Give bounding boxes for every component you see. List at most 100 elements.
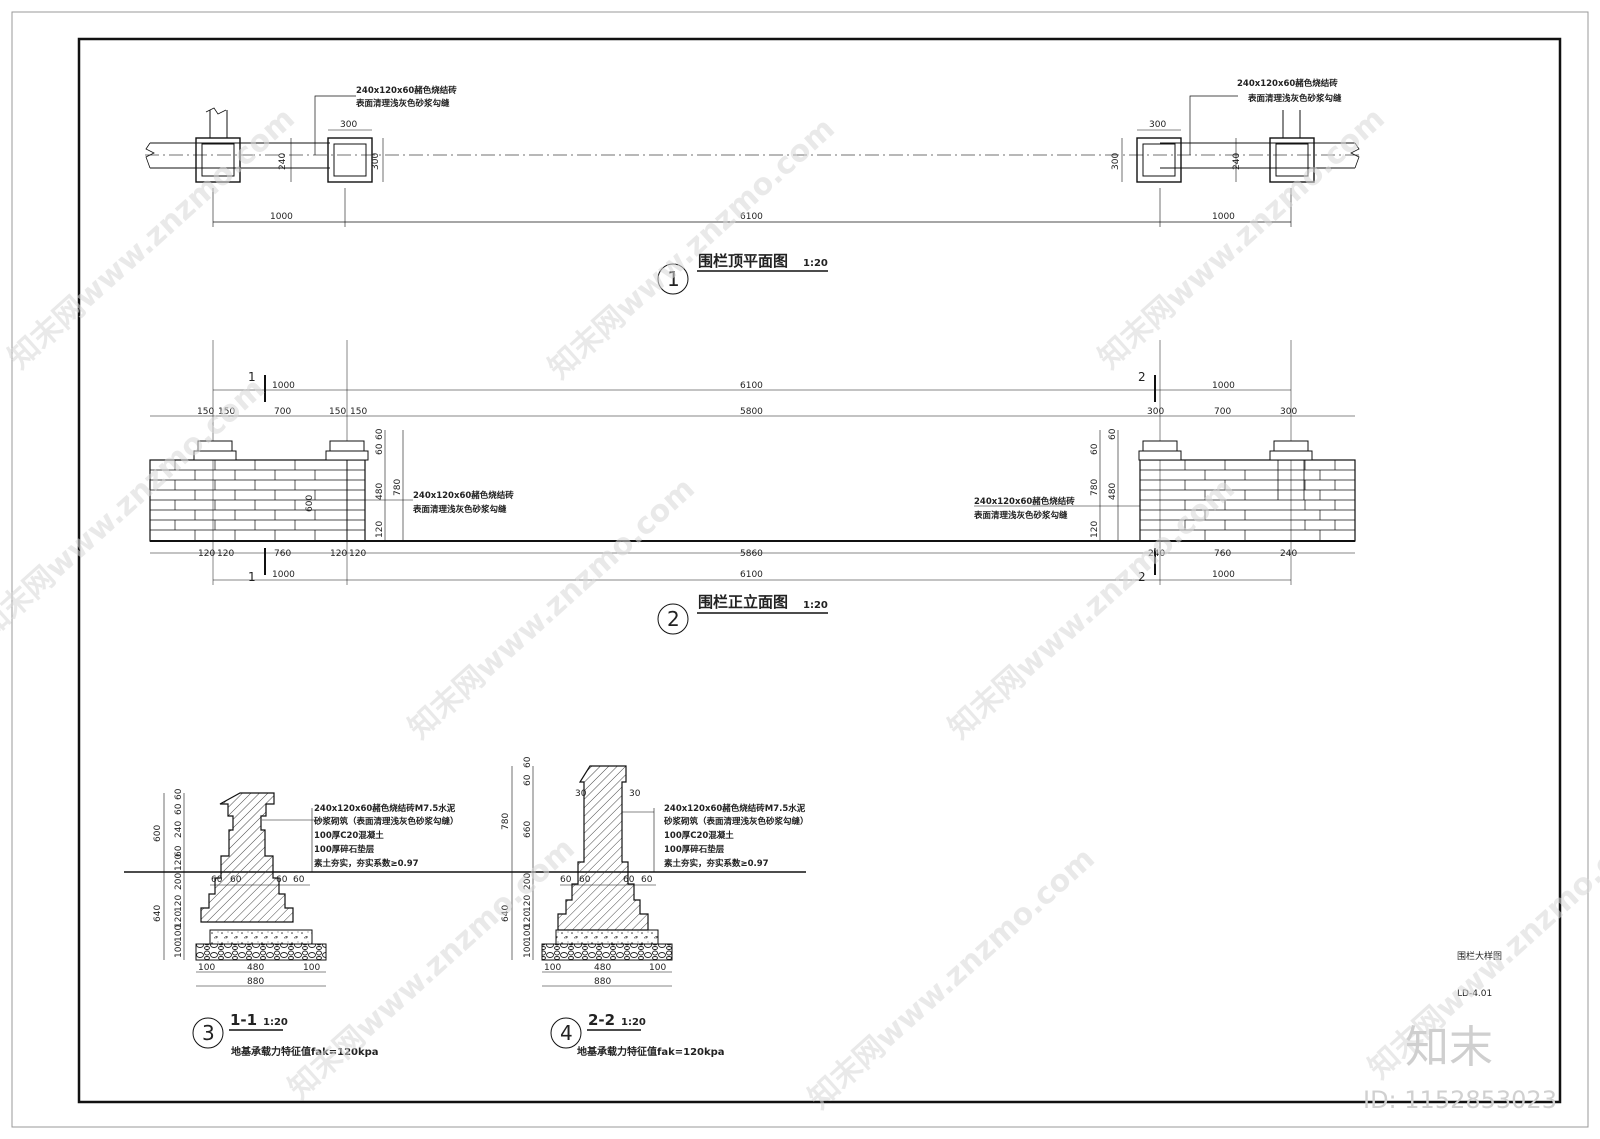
plan-dim-post-left: 300 <box>340 120 357 130</box>
elev-top-150-a: 150 <box>197 407 214 417</box>
plan-dim-side-right: 1000 <box>1212 212 1235 222</box>
sec2-h-60c: 60 <box>623 875 635 885</box>
plan-dim-post-right: 300 <box>1149 120 1166 130</box>
elev-top-150-d: 150 <box>350 407 367 417</box>
section-1-1: 240x120x60赭色烧结砖M7.5水泥 砂浆砌筑（表面清理浅灰色砂浆勾缝） … <box>124 788 806 1058</box>
sec1-number: 3 <box>202 1021 215 1045</box>
sec2-note-3: 100厚C20混凝土 <box>664 830 734 841</box>
sec1-v-120c: 120 <box>174 911 184 928</box>
elev-h120-r: 120 <box>1090 521 1100 538</box>
sec1-v-120a: 120 <box>174 854 184 871</box>
sec2-v-60a: 60 <box>523 756 533 768</box>
plan-dim-post-v-left: 300 <box>371 153 381 170</box>
elev-h480: 480 <box>375 483 385 500</box>
section-mark-2-top: 2 <box>1138 370 1146 384</box>
elev-top-300-a: 300 <box>1147 407 1164 417</box>
sec1-h-480: 480 <box>247 963 264 973</box>
sec2-title: 2-2 <box>588 1011 615 1029</box>
elev-note-right-2: 表面清理浅灰色砂浆勾缝 <box>973 510 1068 521</box>
sec1-note-2: 砂浆砌筑（表面清理浅灰色砂浆勾缝） <box>313 816 459 827</box>
elev-top-150-b: 150 <box>218 407 235 417</box>
sec2-v-200: 200 <box>523 873 533 890</box>
elev-number: 2 <box>667 607 680 631</box>
plan-note-right-2: 表面清理浅灰色砂浆勾缝 <box>1247 93 1342 104</box>
elev-note-right-1: 240x120x60赭色烧结砖 <box>974 496 1075 507</box>
sec1-note-4: 100厚碎石垫层 <box>314 844 375 855</box>
elev-top-150-c: 150 <box>329 407 346 417</box>
sec1-note-1: 240x120x60赭色烧结砖M7.5水泥 <box>314 803 456 814</box>
elev-bot-240-a: 240 <box>1148 549 1165 559</box>
sec1-total: 880 <box>247 977 264 987</box>
elev-h60-c: 60 <box>1108 428 1118 440</box>
sec2-v-100a: 100 <box>523 925 533 942</box>
sec2-v-780: 780 <box>501 813 511 830</box>
sec2-note-2: 砂浆砌筑（表面清理浅灰色砂浆勾缝） <box>663 816 809 827</box>
elev-h600: 600 <box>305 495 315 512</box>
sec1-h-100a: 100 <box>198 963 215 973</box>
sec1-scale: 1:20 <box>263 1017 288 1028</box>
sec1-v-60b: 60 <box>174 803 184 815</box>
sec1-note-3: 100厚C20混凝土 <box>314 830 384 841</box>
sec1-title: 1-1 <box>230 1011 257 1029</box>
elev-note-left-2: 表面清理浅灰色砂浆勾缝 <box>412 504 507 515</box>
section-mark-2-bottom: 2 <box>1138 570 1146 584</box>
sec2-note-1: 240x120x60赭色烧结砖M7.5水泥 <box>664 803 806 814</box>
plan-number: 1 <box>667 267 680 291</box>
plan-dim-side-left: 1000 <box>270 212 293 222</box>
elev-top-side-left: 1000 <box>272 381 295 391</box>
section-2-2: 240x120x60赭色烧结砖M7.5水泥 砂浆砌筑（表面清理浅灰色砂浆勾缝） … <box>501 756 809 1058</box>
sec2-v-640: 640 <box>501 905 511 922</box>
sec1-h-60b: 60 <box>230 875 242 885</box>
elev-h780-r: 780 <box>1090 479 1100 496</box>
elev-top-5800: 5800 <box>740 407 763 417</box>
elev-bot-240-b: 240 <box>1280 549 1297 559</box>
sec1-h-60c: 60 <box>276 875 288 885</box>
sec1-v-100a: 100 <box>174 925 184 942</box>
elev-title: 围栏正立面图 <box>698 593 788 611</box>
elev-h480-r: 480 <box>1108 483 1118 500</box>
plan-scale: 1:20 <box>803 258 828 269</box>
sec2-note-5: 素土夯实，夯实系数≥0.97 <box>664 858 769 869</box>
sec2-h-480: 480 <box>594 963 611 973</box>
watermark-id: ID: 1152853023 <box>1363 1086 1557 1114</box>
sec1-v-100b: 100 <box>174 941 184 958</box>
frame-border <box>77 37 1562 1104</box>
drawing-number: LD-4.01 <box>1457 989 1492 999</box>
watermark-text-8: 知末网www.znzmo.com <box>802 841 1102 1116</box>
elev-bot-120-a: 120 <box>198 549 215 559</box>
elev-bot-main: 6100 <box>740 570 763 580</box>
watermark-text-1: 知末网www.znzmo.com <box>2 101 302 376</box>
watermark-layer: 知末网www.znzmo.com 知末网www.znzmo.com 知末网www… <box>0 101 1600 1116</box>
elev-top-main: 6100 <box>740 381 763 391</box>
sec2-v-660: 660 <box>523 821 533 838</box>
sec1-v-640: 640 <box>153 905 163 922</box>
elev-bot-120-b: 120 <box>217 549 234 559</box>
elev-top-300-b: 300 <box>1280 407 1297 417</box>
elev-note-left-1: 240x120x60赭色烧结砖 <box>413 490 514 501</box>
sec1-v-120b: 120 <box>174 895 184 912</box>
elev-bot-side-right: 1000 <box>1212 570 1235 580</box>
elev-h60-a: 60 <box>375 428 385 440</box>
sec2-h-100a: 100 <box>544 963 561 973</box>
plan-dim-wall-right: 240 <box>1232 153 1242 170</box>
sec2-number: 4 <box>560 1021 573 1045</box>
elevation-view: 1 1 2 2 <box>149 340 1356 635</box>
watermark-text-4: 知末网www.znzmo.com <box>0 371 272 646</box>
sec2-bearing: 地基承载力特征值fak=120kpa <box>577 1045 725 1058</box>
elev-h120: 120 <box>375 521 385 538</box>
sec2-note-4: 100厚碎石垫层 <box>664 844 725 855</box>
drawing-name: 围栏大样图 <box>1457 950 1502 962</box>
sec1-v-240: 240 <box>174 821 184 838</box>
elev-bot-120-c: 120 <box>330 549 347 559</box>
sec1-h-100b: 100 <box>303 963 320 973</box>
plan-dim-post-v-right: 300 <box>1111 153 1121 170</box>
elev-top-700-r: 700 <box>1214 407 1231 417</box>
elev-top-700-l: 700 <box>274 407 291 417</box>
sec1-v-60a: 60 <box>174 788 184 800</box>
sec2-h-60b: 60 <box>579 875 591 885</box>
sec1-v-200: 200 <box>174 873 184 890</box>
sec2-scale: 1:20 <box>621 1017 646 1028</box>
sec2-h-60d: 60 <box>641 875 653 885</box>
sec2-v-120b: 120 <box>523 911 533 928</box>
